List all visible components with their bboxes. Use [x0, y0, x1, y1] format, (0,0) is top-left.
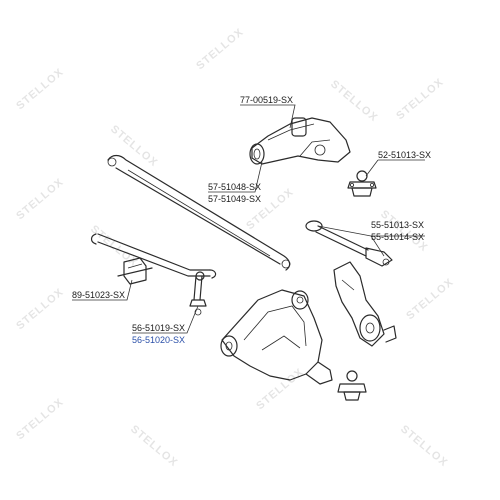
callout-56-51020-link[interactable]: 56-51020-SX	[132, 335, 186, 345]
callout-56-51019: 56-51019-SX	[132, 323, 186, 333]
watermark-text: STELLOX	[254, 366, 306, 412]
watermark-text: STELLOX	[88, 223, 140, 269]
watermark-text: STELLOX	[328, 78, 380, 124]
watermark-text: STELLOX	[128, 423, 180, 469]
watermark-layer: STELLOX STELLOX STELLOX STELLOX STELLOX …	[14, 26, 456, 469]
callout-57-51049: 57-51049-SX	[208, 194, 262, 204]
callout-89-51023: 89-51023-SX	[72, 290, 126, 300]
watermark-text: STELLOX	[398, 423, 450, 469]
lower-control-arm	[220, 289, 333, 385]
watermark-text: STELLOX	[14, 396, 66, 442]
leader-lines	[72, 104, 425, 334]
stabilizer-link	[189, 271, 207, 316]
upper-control-arm	[249, 117, 351, 165]
watermark-text: STELLOX	[14, 286, 66, 332]
watermark-text: STELLOX	[404, 276, 456, 322]
stabilizer-bar	[90, 233, 217, 279]
callout-52-51013: 52-51013-SX	[378, 150, 432, 160]
stabilizer-bushing	[117, 257, 153, 285]
watermark-text: STELLOX	[14, 66, 66, 112]
tie-rod-end	[305, 220, 393, 267]
watermark-text: STELLOX	[394, 76, 446, 122]
upper-ball-joint	[347, 170, 377, 197]
tension-rod	[107, 154, 291, 271]
callout-57-51048: 57-51048-SX	[208, 182, 262, 192]
callout-55-51013: 55-51013-SX	[371, 220, 425, 230]
callout-55-51014: 55-51014-SX	[371, 232, 425, 242]
watermark-text: STELLOX	[14, 176, 66, 222]
lower-ball-joint	[337, 370, 367, 401]
steering-knuckle	[333, 261, 397, 347]
watermark-text: STELLOX	[194, 26, 246, 72]
callout-77-00519: 77-00519-SX	[240, 95, 294, 105]
